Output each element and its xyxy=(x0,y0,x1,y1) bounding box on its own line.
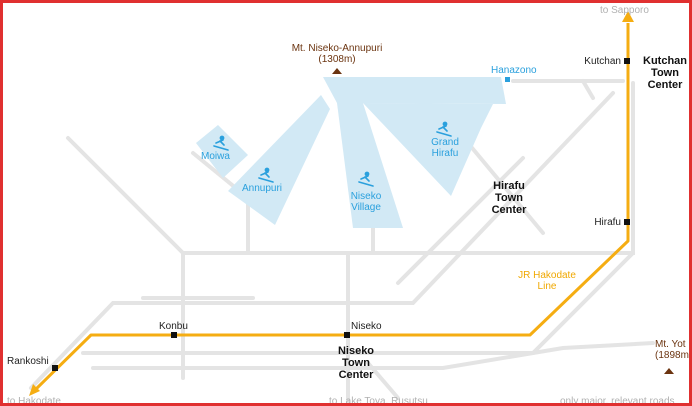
station-rankoshi-label: Rankoshi xyxy=(7,356,49,367)
arrow-to-hakodate xyxy=(29,384,40,396)
ski-area-moiwa xyxy=(196,125,248,178)
mountain-name: Mt. Niseko-Annupuri xyxy=(291,43,383,54)
mountain2-name: Mt. Yot xyxy=(655,339,686,350)
roads xyxy=(29,79,655,403)
ski-areas xyxy=(196,77,506,228)
direction-lake-toya-label: to Lake Toya, Rusutsu xyxy=(329,396,428,406)
map-note: only major, relevant roads xyxy=(560,396,675,406)
mountain-elevation: (1308m) xyxy=(318,54,356,65)
jr-hakodate-line xyxy=(33,23,630,392)
road xyxy=(366,361,400,400)
kutchan-town-center-label: Kutchan Town Center xyxy=(643,55,687,91)
station-hirafu-label: Hirafu xyxy=(594,217,621,228)
direction-hakodate-label: to Hakodate xyxy=(7,396,61,406)
road xyxy=(581,79,595,100)
station-niseko-marker xyxy=(344,332,350,338)
road xyxy=(396,156,525,285)
mountain2-label: Mt. Yot (1898m xyxy=(655,339,689,361)
ski-area-grand-hirafu xyxy=(363,103,493,196)
skier-icons xyxy=(213,121,452,187)
resort-niseko-village-label: Niseko Village xyxy=(350,191,382,213)
road xyxy=(466,141,545,235)
hirafu-town-center-label: Hirafu Town Center xyxy=(491,180,527,216)
road xyxy=(91,341,655,370)
ski-area-village-cap xyxy=(323,77,506,104)
ski-area-niseko-village xyxy=(337,103,403,228)
mountain-peak-icon xyxy=(664,368,674,374)
resort-annupuri-label: Annupuri xyxy=(242,183,283,194)
station-kutchan-marker xyxy=(624,58,630,64)
road xyxy=(66,81,635,255)
skier-icon xyxy=(436,121,452,137)
station-niseko-label: Niseko xyxy=(351,321,382,332)
skier-icon xyxy=(358,171,374,187)
station-hirafu-marker xyxy=(624,219,630,225)
hanazono-marker-icon xyxy=(505,77,510,82)
niseko-town-center-label: Niseko Town Center xyxy=(337,345,375,381)
road xyxy=(29,91,615,390)
direction-sapporo-label: to Sapporo xyxy=(600,5,649,16)
station-konbu-marker xyxy=(171,332,177,338)
mountain2-elevation: (1898m xyxy=(655,350,689,361)
skier-icon xyxy=(213,135,229,151)
arrow-to-sapporo xyxy=(622,11,634,22)
resort-hanazono-label: Hanazono xyxy=(491,65,537,76)
station-kutchan-label: Kutchan xyxy=(584,56,621,67)
resort-grand-hirafu-label: Grand Hirafu xyxy=(431,137,459,159)
station-markers xyxy=(52,58,630,371)
mountain-label: Mt. Niseko-Annupuri (1308m) xyxy=(291,43,383,65)
resort-moiwa-label: Moiwa xyxy=(201,151,230,162)
rail-line-label: JR Hakodate Line xyxy=(518,270,576,292)
skier-icon xyxy=(258,167,274,183)
ski-area-annupuri xyxy=(228,95,330,225)
station-rankoshi-marker xyxy=(52,365,58,371)
station-konbu-label: Konbu xyxy=(159,321,188,332)
mountain-peak-icon xyxy=(332,68,342,74)
area-map xyxy=(29,11,674,403)
